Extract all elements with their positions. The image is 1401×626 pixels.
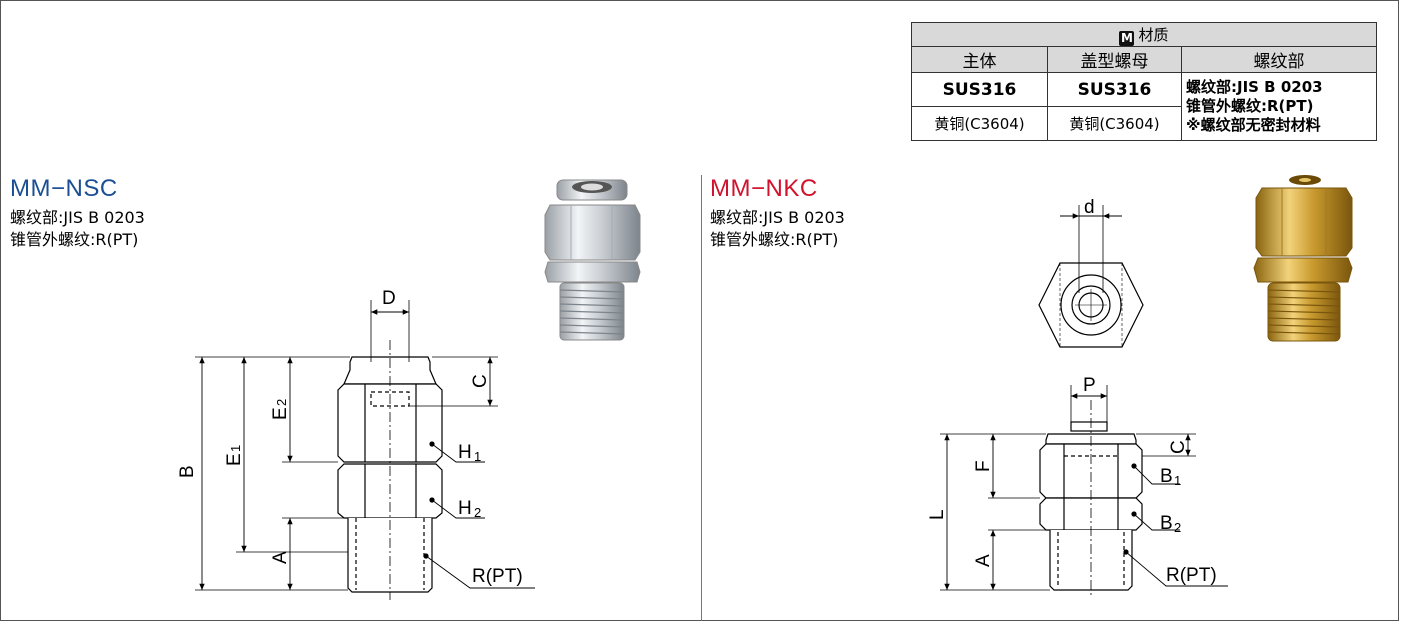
svg-text:D: D	[382, 288, 396, 309]
svg-text:E: E	[270, 407, 291, 420]
nkc-photo	[1253, 175, 1353, 342]
svg-text:R(PT): R(PT)	[472, 566, 523, 587]
svg-text:1: 1	[1174, 473, 1181, 488]
svg-text:1: 1	[228, 445, 243, 452]
svg-text:B: B	[1160, 513, 1173, 534]
cell-body-sus: SUS316	[911, 72, 1048, 107]
nkc-drawing	[940, 205, 1228, 598]
cell-nut-sus: SUS316	[1047, 72, 1182, 107]
svg-text:d: d	[1084, 197, 1095, 218]
section-divider	[701, 175, 702, 621]
svg-text:L: L	[927, 509, 948, 520]
svg-text:P: P	[1083, 375, 1096, 396]
svg-text:2: 2	[1174, 520, 1181, 535]
nkc-spec: 螺纹部:JIS B 0203 锥管外螺纹:R(PT)	[710, 208, 845, 249]
nkc-dim-labels: d P C F L A B 1 B 2 R(PT)	[927, 197, 1217, 586]
nsc-title: MM−NSC	[10, 175, 118, 202]
nkc-title: MM−NKC	[710, 175, 818, 202]
svg-text:C: C	[1168, 440, 1189, 454]
svg-text:2: 2	[474, 505, 481, 520]
col-cap-nut: 盖型螺母	[1047, 46, 1182, 73]
svg-text:R(PT): R(PT)	[1166, 565, 1217, 586]
cell-body-brass: 黄铜(C3604)	[911, 106, 1048, 141]
cell-nut-brass: 黄铜(C3604)	[1047, 106, 1182, 141]
svg-text:F: F	[973, 460, 994, 472]
svg-text:H: H	[458, 442, 472, 463]
svg-text:A: A	[270, 551, 291, 564]
nsc-dim-labels: D C B E 1 E 2 A H 1 H 2 R(PT)	[177, 288, 523, 587]
nsc-spec: 螺纹部:JIS B 0203 锥管外螺纹:R(PT)	[10, 208, 145, 249]
cell-thread-note: 螺纹部:JIS B 0203 锥管外螺纹:R(PT) ※螺纹部无密封材料	[1181, 72, 1377, 141]
svg-text:B: B	[177, 465, 198, 478]
material-m-icon: M	[1119, 30, 1135, 46]
svg-text:B: B	[1160, 466, 1173, 487]
svg-text:H: H	[458, 498, 472, 519]
svg-text:1: 1	[474, 449, 481, 464]
col-thread: 螺纹部	[1181, 46, 1377, 73]
svg-text:A: A	[973, 554, 994, 567]
nsc-photo	[544, 179, 641, 341]
svg-text:C: C	[470, 374, 491, 388]
svg-text:2: 2	[274, 399, 289, 406]
svg-text:E: E	[224, 453, 245, 466]
nsc-drawing	[195, 300, 535, 600]
